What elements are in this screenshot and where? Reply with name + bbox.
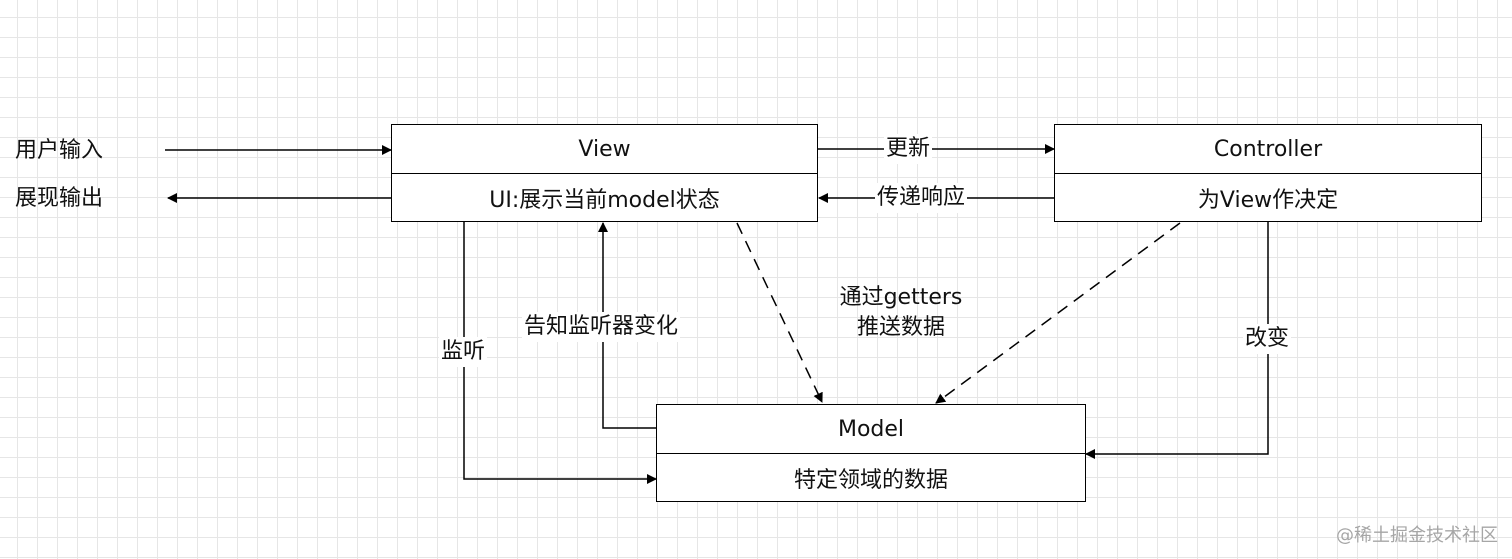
edge-label-getters: 通过getters 推送数据 (825, 283, 977, 343)
view-description: UI:展示当前model状态 (392, 173, 817, 222)
dashed-arrow-view-model (736, 222, 823, 403)
view-title: View (578, 136, 631, 162)
model-title: Model (837, 416, 905, 442)
arrow-model-notify-view (598, 222, 656, 429)
arrow-view-listen-model (463, 222, 657, 484)
arrow-controller-change-model (1085, 222, 1269, 459)
controller-description: 为View作决定 (1055, 173, 1481, 222)
watermark: @稀土掘金技术社区 (1336, 525, 1498, 546)
display-output-label: 展现输出 (15, 186, 104, 211)
controller-title: Controller (1213, 136, 1323, 162)
model-box: Model 特定领域的数据 (656, 404, 1086, 502)
view-box: View UI:展示当前model状态 (391, 124, 818, 222)
edge-label-listen: 监听 (439, 337, 488, 367)
edge-label-notify: 告知监听器变化 (522, 312, 681, 342)
user-input-label: 用户输入 (15, 138, 104, 163)
model-description: 特定领域的数据 (657, 453, 1085, 502)
edge-label-getters-line2: 推送数据 (856, 315, 945, 340)
edge-label-change: 改变 (1243, 324, 1292, 354)
edge-label-update: 更新 (884, 134, 933, 164)
edge-label-response: 传递响应 (875, 183, 968, 213)
edge-label-getters-line1: 通过getters (839, 285, 963, 310)
controller-box: Controller 为View作决定 (1054, 124, 1482, 222)
dashed-arrow-controller-model (935, 222, 1181, 404)
